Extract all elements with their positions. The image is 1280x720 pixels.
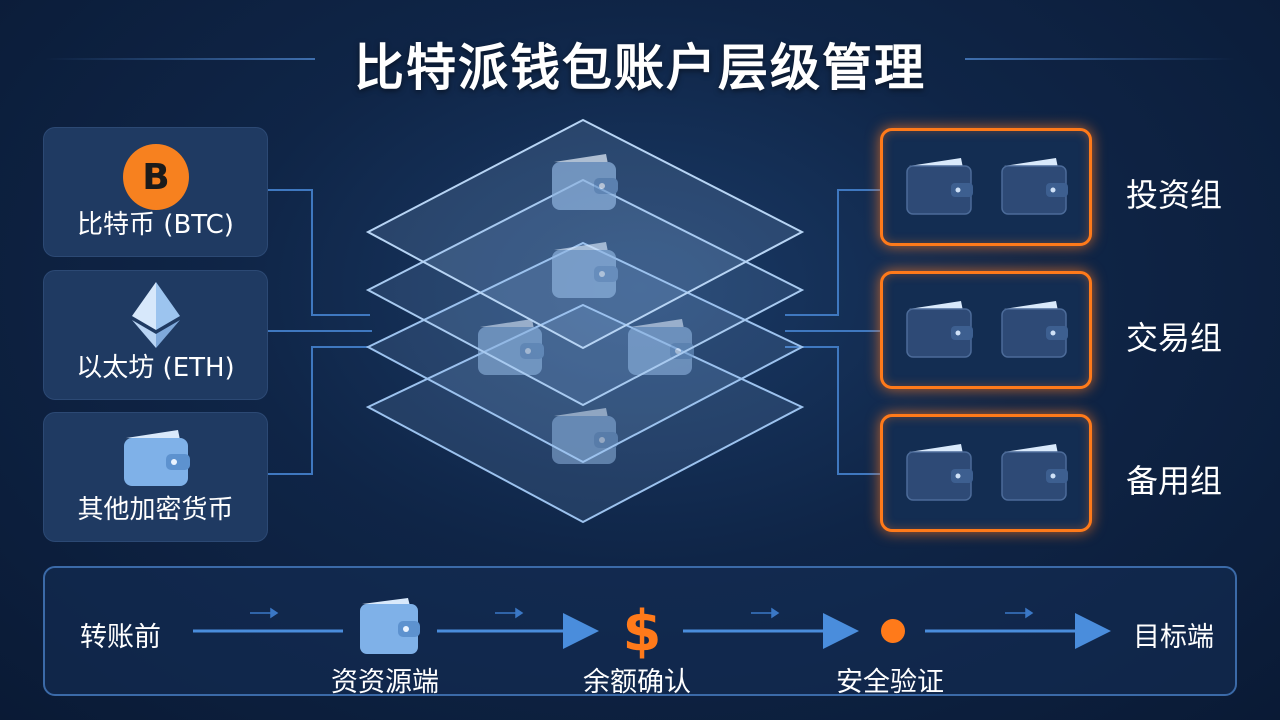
wallet-icon <box>906 158 973 215</box>
group-label-backup: 备用组 <box>1126 462 1223 500</box>
currency-card-btc[interactable]: B 比特币 (BTC) <box>43 127 268 257</box>
group-box-invest[interactable] <box>880 128 1092 246</box>
title-divider-left <box>45 58 315 60</box>
wallet-icon <box>1001 444 1068 501</box>
bitcoin-symbol: B <box>142 157 169 198</box>
currency-label-eth: 以太坊 (ETH) <box>76 353 235 383</box>
transfer-flow-panel: $ 转账前 资资源端 余额确认 安全验证 目标端 <box>43 566 1237 698</box>
title-divider-right <box>965 58 1235 60</box>
currency-card-other[interactable]: 其他加密货币 <box>43 412 268 542</box>
flow-arrows: $ <box>193 598 1111 664</box>
flow-step-label-source: 资资源端 <box>331 667 439 698</box>
wallet-icon <box>906 301 973 358</box>
dollar-icon: $ <box>623 599 662 664</box>
page-title: 比特派钱包账户层级管理 <box>354 39 926 97</box>
bitcoin-icon: B <box>122 143 190 215</box>
flow-end-label: 目标端 <box>1133 622 1214 653</box>
currency-label-btc: 比特币 (BTC) <box>77 210 234 240</box>
layer-1 <box>365 118 805 350</box>
group-label-invest: 投资组 <box>1126 176 1223 214</box>
wallet-icon <box>120 426 192 494</box>
wallet-icon <box>360 598 420 654</box>
flow-step-label-balance: 余额确认 <box>583 667 691 698</box>
flow-start-label: 转账前 <box>80 622 161 653</box>
wallet-icon <box>906 444 973 501</box>
wallet-icon <box>1001 158 1068 215</box>
group-box-trade[interactable] <box>880 271 1092 389</box>
wallet-icon <box>1001 301 1068 358</box>
layer-3 <box>365 241 805 464</box>
dot-icon <box>881 619 905 643</box>
layer-wallet-icon <box>552 154 618 210</box>
group-box-backup[interactable] <box>880 414 1092 532</box>
currency-card-eth[interactable]: 以太坊 (ETH) <box>43 270 268 400</box>
group-label-trade: 交易组 <box>1126 319 1223 357</box>
currency-label-other: 其他加密货币 <box>77 495 234 525</box>
flow-step-label-security: 安全验证 <box>836 667 944 698</box>
ethereum-icon <box>130 280 182 354</box>
